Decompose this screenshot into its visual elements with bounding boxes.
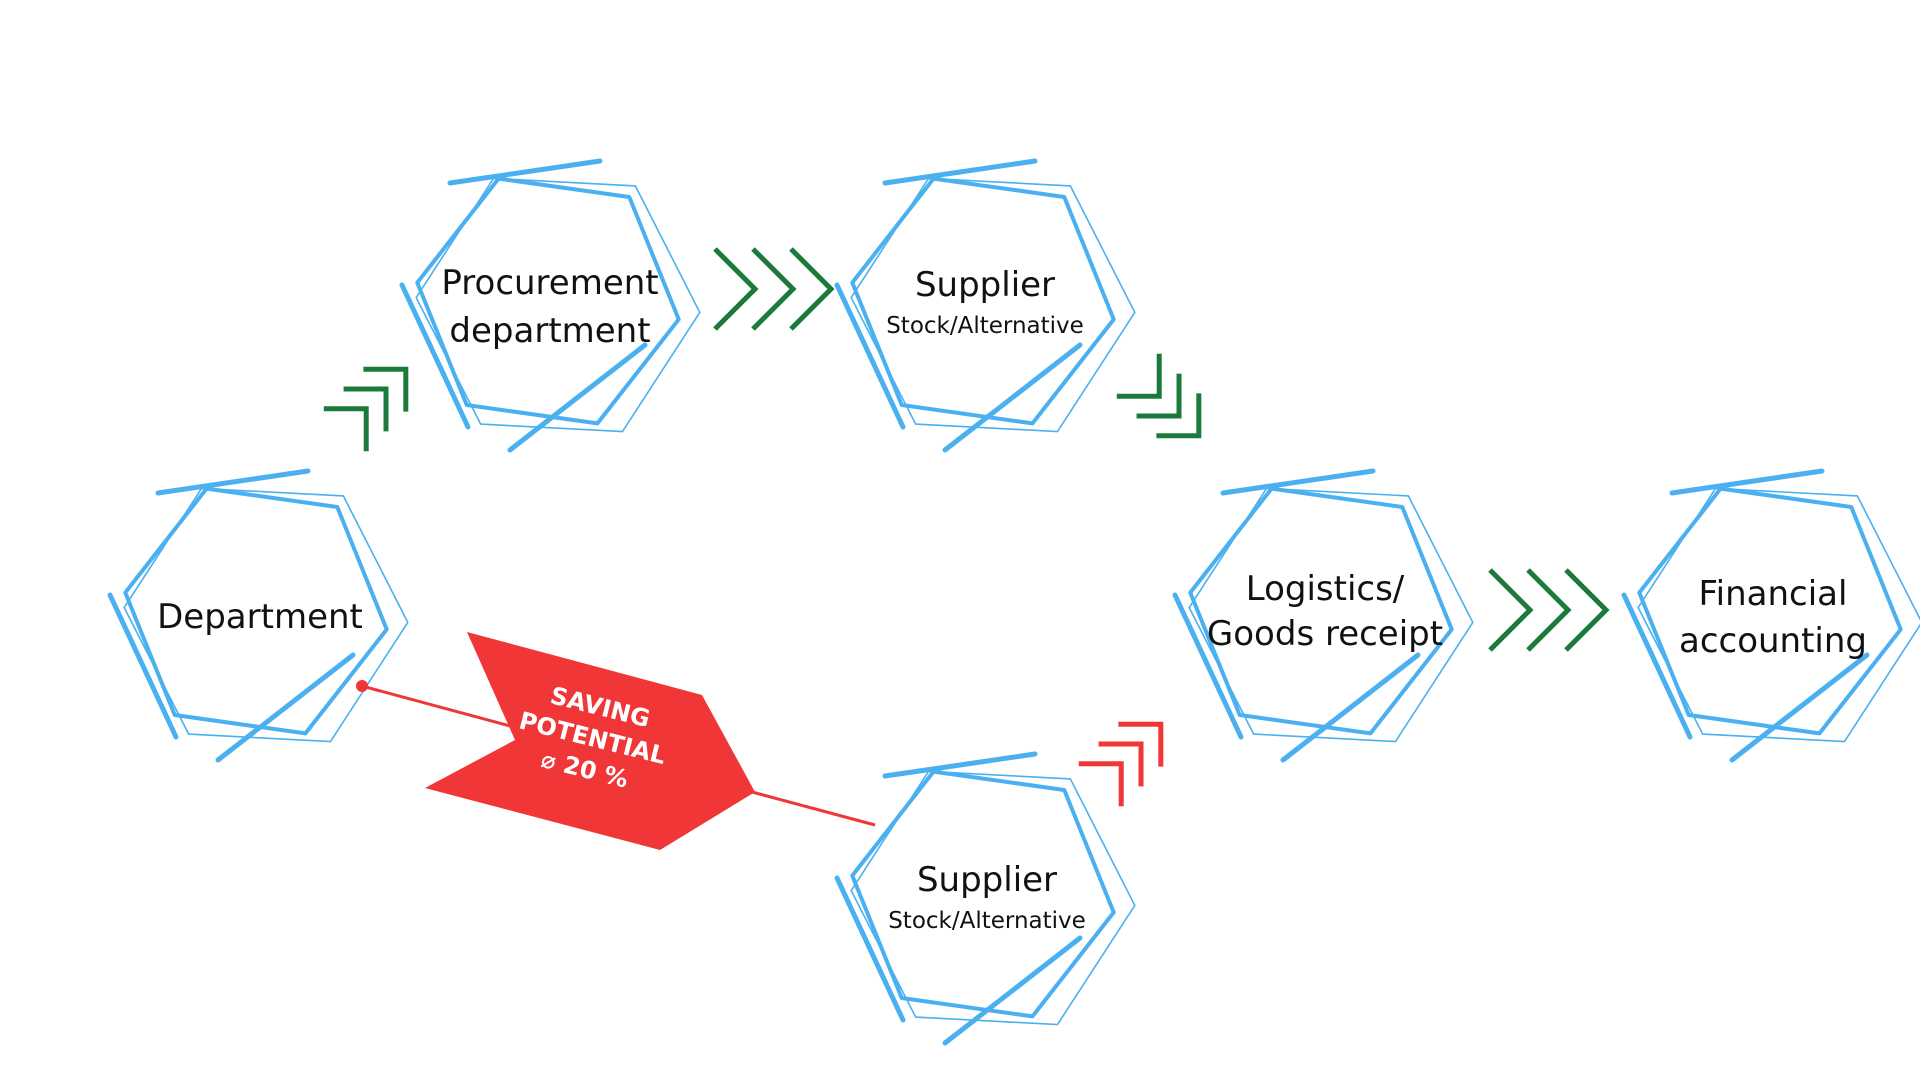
node-supplier-bottom	[834, 751, 1136, 1046]
node-supplier-top	[834, 158, 1136, 453]
hexagon-outline-thick	[123, 486, 389, 736]
chevron-arrow-icon	[1156, 393, 1202, 439]
hexagon-accent-left	[1621, 592, 1693, 740]
hexagon-outline-thin	[415, 177, 701, 433]
node-procurement-department	[399, 158, 701, 453]
supplier-top-sublabel: Stock/Alternative	[886, 313, 1084, 339]
hexagon-outline-thin	[850, 177, 1136, 433]
chevron-arrow-icon	[1564, 568, 1610, 652]
hexagon-accent-top	[882, 158, 1038, 186]
logistics-label-line1: Logistics/	[1246, 569, 1405, 609]
chevron-arrow-icon	[1488, 568, 1534, 652]
hexagon-accent-bottom	[507, 342, 648, 453]
hexagon-accent-top	[882, 751, 1038, 779]
hexagon-outline-thick	[1188, 486, 1454, 736]
hexagon-accent-bottom	[942, 935, 1083, 1046]
chevron-arrow-icon	[1136, 373, 1182, 419]
hexagon-outline-thick	[850, 176, 1116, 426]
supplier-top-label: Supplier	[915, 265, 1055, 305]
node-financial-accounting	[1621, 468, 1920, 763]
saving-line-right	[751, 790, 876, 827]
chevron-arrow-icon	[751, 247, 797, 331]
connector-logistics-to-financial	[1488, 568, 1610, 652]
chevron-arrow-icon	[1098, 741, 1144, 787]
hexagon-outline-thin	[1637, 487, 1920, 743]
hexagon-outline-thin	[123, 487, 409, 743]
financial-label-line2: accounting	[1679, 621, 1867, 661]
hexagon-accent-left	[834, 875, 906, 1023]
connector-supplier-bottom-to-logistics	[1078, 721, 1164, 807]
chevron-arrow-icon	[363, 366, 409, 412]
chevron-arrow-icon	[343, 386, 389, 432]
procurement-label-line2: department	[449, 311, 650, 351]
hexagon-accent-top	[447, 158, 603, 186]
hexagon-accent-bottom	[942, 342, 1083, 453]
hexagon-accent-left	[399, 282, 471, 430]
logistics-label-line2: Goods receipt	[1207, 614, 1443, 654]
supplier-bottom-sublabel: Stock/Alternative	[888, 908, 1086, 934]
saving-line-start-dot	[356, 680, 368, 692]
department-label: Department	[157, 597, 363, 637]
saving-badge-shape	[425, 632, 755, 850]
chevron-arrow-icon	[789, 247, 835, 331]
hexagon-outline-thin	[850, 770, 1136, 1026]
connector-department-to-procurement	[323, 366, 409, 452]
connector-supplier-to-logistics	[1116, 353, 1202, 439]
hexagon-accent-left	[834, 282, 906, 430]
hexagon-accent-top	[1220, 468, 1376, 496]
supplier-bottom-label: Supplier	[917, 860, 1057, 900]
saving-path: SAVING POTENTIAL ⌀ 20 %	[356, 632, 876, 850]
hexagon-accent-left	[1172, 592, 1244, 740]
chevron-arrow-icon	[1526, 568, 1572, 652]
hexagon-accent-bottom	[1729, 652, 1870, 763]
node-logistics-goods-receipt	[1172, 468, 1474, 763]
hexagon-accent-top	[1669, 468, 1825, 496]
chevron-arrow-icon	[1118, 721, 1164, 767]
hexagon-accent-bottom	[1280, 652, 1421, 763]
node-department	[107, 468, 409, 763]
hexagon-outline-thick	[415, 176, 681, 426]
chevron-arrow-icon	[323, 406, 369, 452]
saving-line-left	[361, 684, 526, 732]
procurement-label-line1: Procurement	[441, 263, 658, 303]
hexagon-accent-top	[155, 468, 311, 496]
chevron-arrow-icon	[1116, 353, 1162, 399]
hexagon-accent-bottom	[215, 652, 356, 763]
chevron-arrow-icon	[1078, 761, 1124, 807]
hexagon-outline-thick	[1637, 486, 1903, 736]
hexagon-outline-thick	[850, 769, 1116, 1019]
connector-procurement-to-supplier	[713, 247, 835, 331]
chevron-arrow-icon	[713, 247, 759, 331]
hexagon-outline-thin	[1188, 487, 1474, 743]
financial-label-line1: Financial	[1699, 574, 1848, 614]
hexagon-accent-left	[107, 592, 179, 740]
